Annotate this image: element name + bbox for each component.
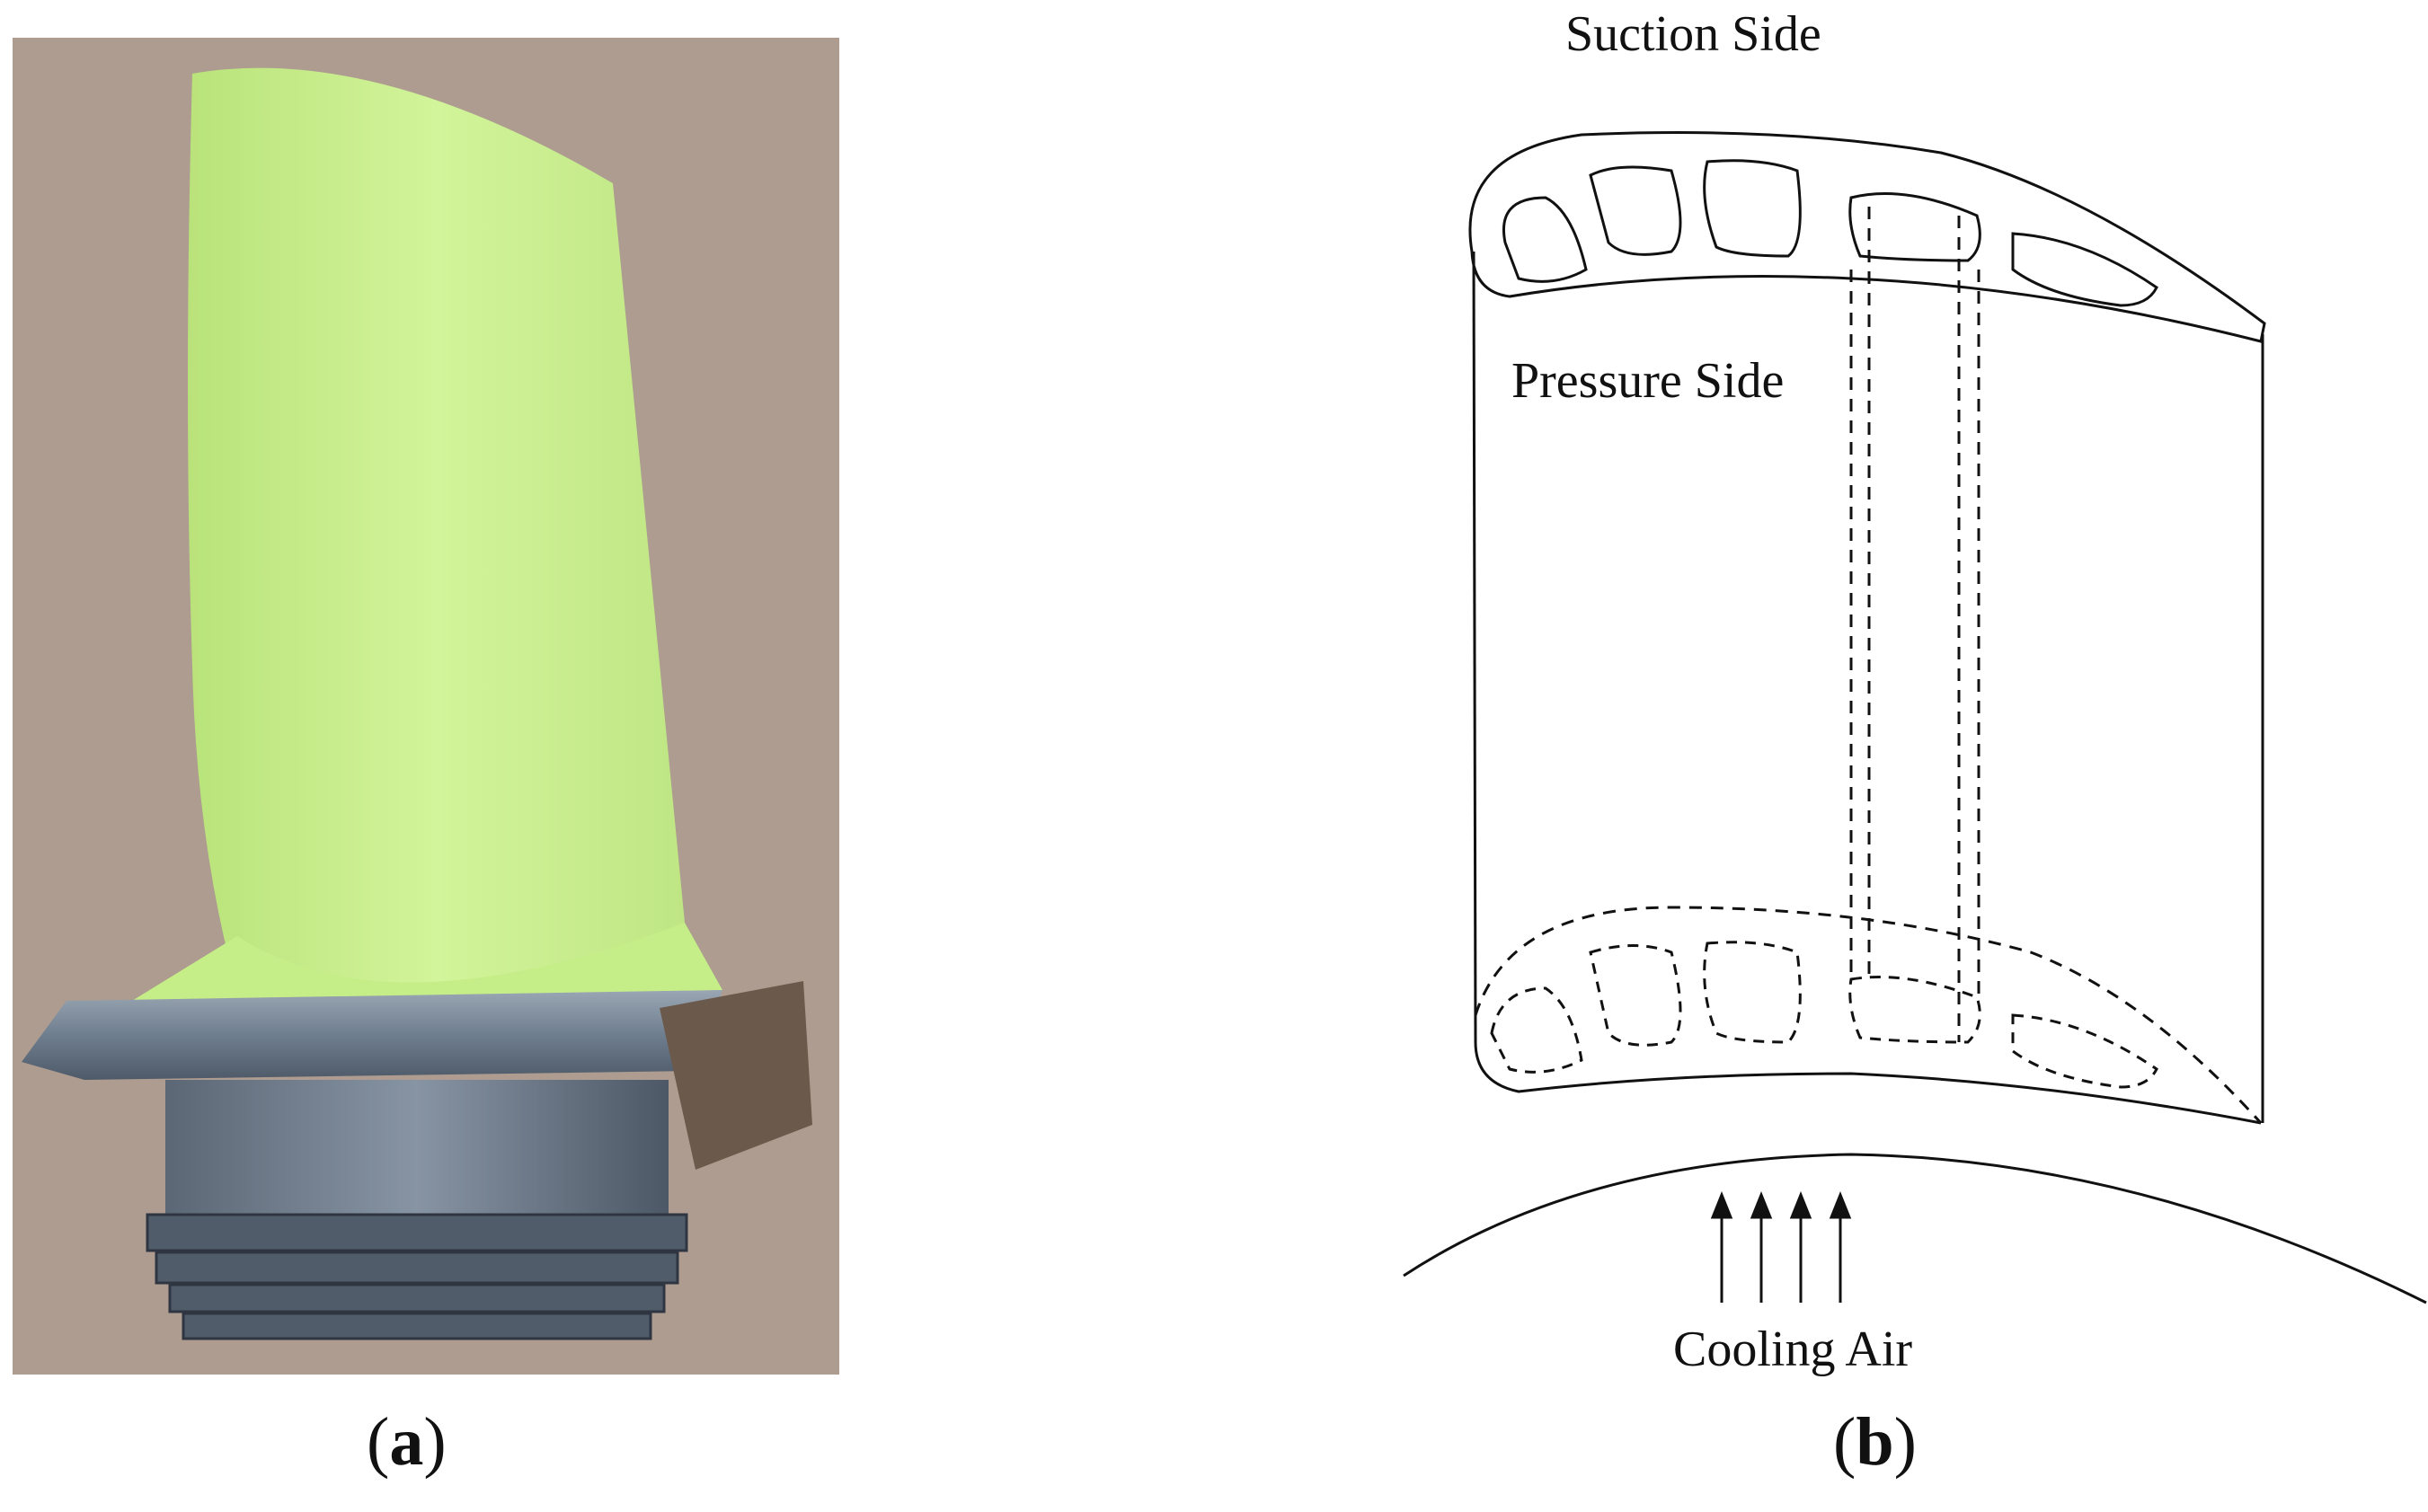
top-cooling-holes — [1502, 159, 2158, 307]
pressure-side-label: Pressure Side — [1511, 353, 1785, 409]
airfoil-fillet — [120, 923, 722, 1008]
fir-tree-root — [146, 1213, 688, 1340]
blade-platform — [22, 990, 722, 1080]
trailing-lug — [660, 981, 812, 1170]
cooling-air-label: Cooling Air — [1673, 1322, 1913, 1377]
bottom-airfoil-section — [1474, 1041, 2262, 1125]
bottom-section-outline — [1474, 906, 2263, 1125]
airfoil — [188, 67, 685, 1009]
internal-passage-dashed — [1849, 207, 1981, 1042]
blade-left-edge — [1472, 251, 1477, 1043]
cooling-air-arrows — [1710, 1190, 1852, 1303]
bottom-cooling-holes — [1490, 941, 2158, 1089]
cooling-schematic — [1403, 131, 2427, 1304]
caption-a: (a) — [367, 1404, 447, 1480]
blade-shank — [165, 1080, 669, 1215]
rotor-disk-curve — [1403, 1153, 2427, 1304]
caption-b: (b) — [1833, 1404, 1917, 1480]
suction-side-label: Suction Side — [1565, 6, 1821, 62]
top-airfoil-section — [1468, 131, 2266, 343]
turbine-blade-photo — [13, 38, 839, 1375]
